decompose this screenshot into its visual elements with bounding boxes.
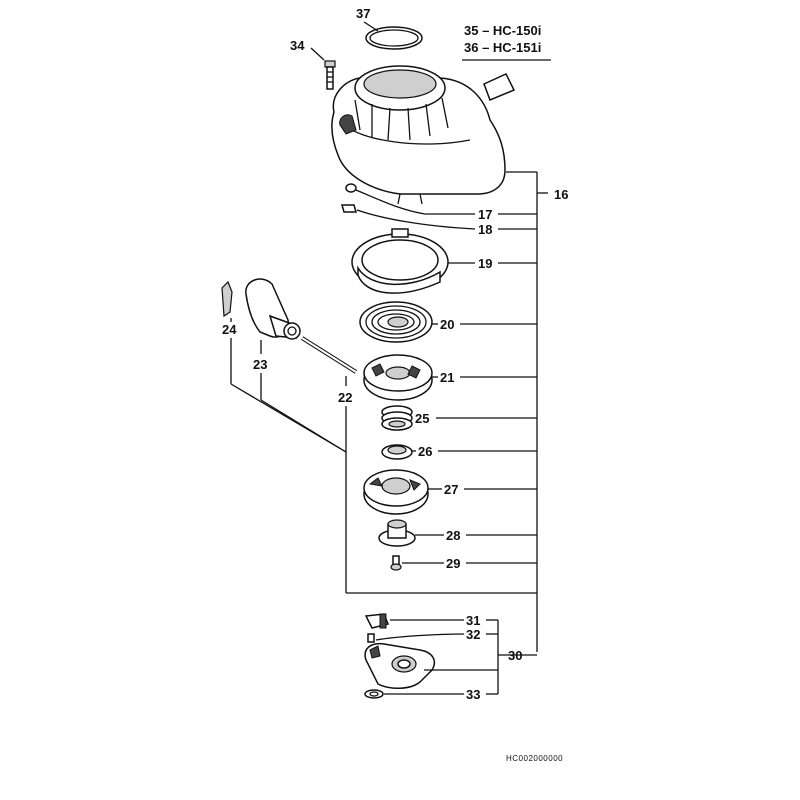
callout-23: 23 bbox=[253, 357, 267, 372]
part-32-pin bbox=[367, 633, 375, 643]
part-24-insert bbox=[221, 280, 233, 318]
part-34-bolt bbox=[324, 60, 336, 90]
callout-20: 20 bbox=[440, 317, 454, 332]
callout-21: 21 bbox=[440, 370, 454, 385]
callout-22: 22 bbox=[338, 390, 352, 405]
part-25-spring bbox=[381, 405, 413, 431]
callout-34: 34 bbox=[290, 38, 305, 53]
part-16-housing bbox=[331, 65, 506, 205]
legend-line-2: 36 – HC-151i bbox=[464, 40, 541, 55]
part-18-clip bbox=[341, 204, 357, 213]
callout-19: 19 bbox=[478, 256, 492, 271]
callout-37: 37 bbox=[356, 6, 370, 21]
callout-26: 26 bbox=[418, 444, 432, 459]
callout-30: 30 bbox=[508, 648, 522, 663]
callout-31: 31 bbox=[466, 613, 480, 628]
part-17-nut bbox=[345, 183, 357, 193]
legend-line-1: 35 – HC-150i bbox=[464, 23, 541, 38]
part-31-knob bbox=[364, 613, 390, 629]
part-30-cover bbox=[364, 642, 436, 689]
part-29-screw bbox=[390, 555, 402, 571]
part-37-seal bbox=[365, 26, 423, 50]
part-35-36-decal bbox=[483, 73, 516, 101]
part-27-ratchet bbox=[363, 469, 429, 515]
part-23-handle bbox=[245, 278, 301, 340]
diagram-code: HC002000000 bbox=[506, 754, 563, 763]
callout-33: 33 bbox=[466, 687, 480, 702]
part-19-guide bbox=[351, 228, 449, 294]
part-21-reel bbox=[363, 354, 433, 401]
callout-28: 28 bbox=[446, 528, 460, 543]
part-26-bushing bbox=[381, 444, 413, 460]
callout-27: 27 bbox=[444, 482, 458, 497]
part-22-rope bbox=[300, 336, 358, 374]
callout-16: 16 bbox=[554, 187, 568, 202]
callout-29: 29 bbox=[446, 556, 460, 571]
callout-24: 24 bbox=[222, 322, 237, 337]
part-33-clip bbox=[364, 689, 384, 699]
part-20-spring bbox=[359, 301, 433, 343]
callout-25: 25 bbox=[415, 411, 429, 426]
callout-32: 32 bbox=[466, 627, 480, 642]
callout-18: 18 bbox=[478, 222, 492, 237]
callout-17: 17 bbox=[478, 207, 492, 222]
part-28-hub bbox=[378, 519, 416, 547]
